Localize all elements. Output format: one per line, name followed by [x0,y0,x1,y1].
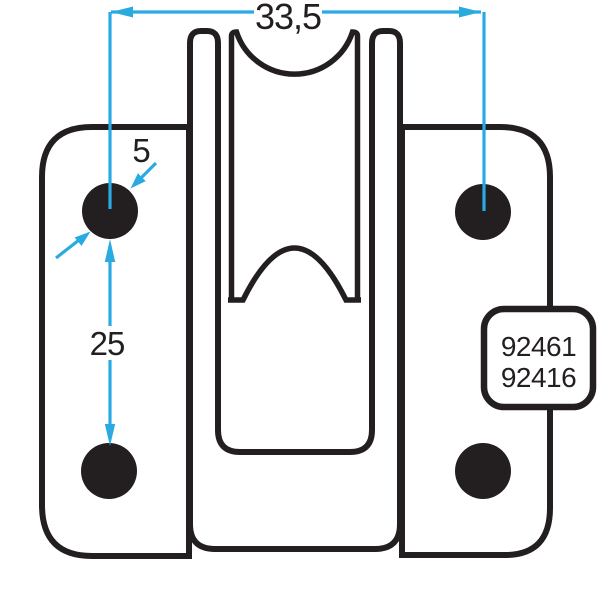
diameter-leader-lower [55,238,80,260]
dimension-arrowhead-left-icon [111,6,133,18]
left-mounting-plate [39,124,192,559]
mounting-hole-top-right [455,184,511,240]
diameter-leader-upper [139,161,158,180]
dimension-arrowhead-up-icon [104,239,116,262]
mounting-hole-bottom-left [81,443,137,499]
dimension-arrowhead-right-icon [459,6,481,18]
part-number-line2: 92416 [501,362,576,393]
diameter-leader-arrowhead-lower-icon [74,231,91,246]
sheave-rim-profile [228,245,361,303]
part-number-line1: 92461 [501,331,576,362]
strap-and-housing-outline [187,28,403,552]
part-number-box [480,305,597,411]
mounting-hole-bottom-right [455,443,511,499]
mounting-hole-top-left [82,183,138,239]
right-mounting-plate [399,124,553,558]
overall-width-label: 33,5 [255,0,321,37]
diameter-leader-arrowhead-upper-icon [130,173,146,189]
hole-spacing-label: 25 [90,325,125,362]
hole-diameter-label: 5 [132,132,149,169]
dimension-arrowhead-down-icon [104,424,116,446]
sheave-groove-profile [228,29,361,300]
